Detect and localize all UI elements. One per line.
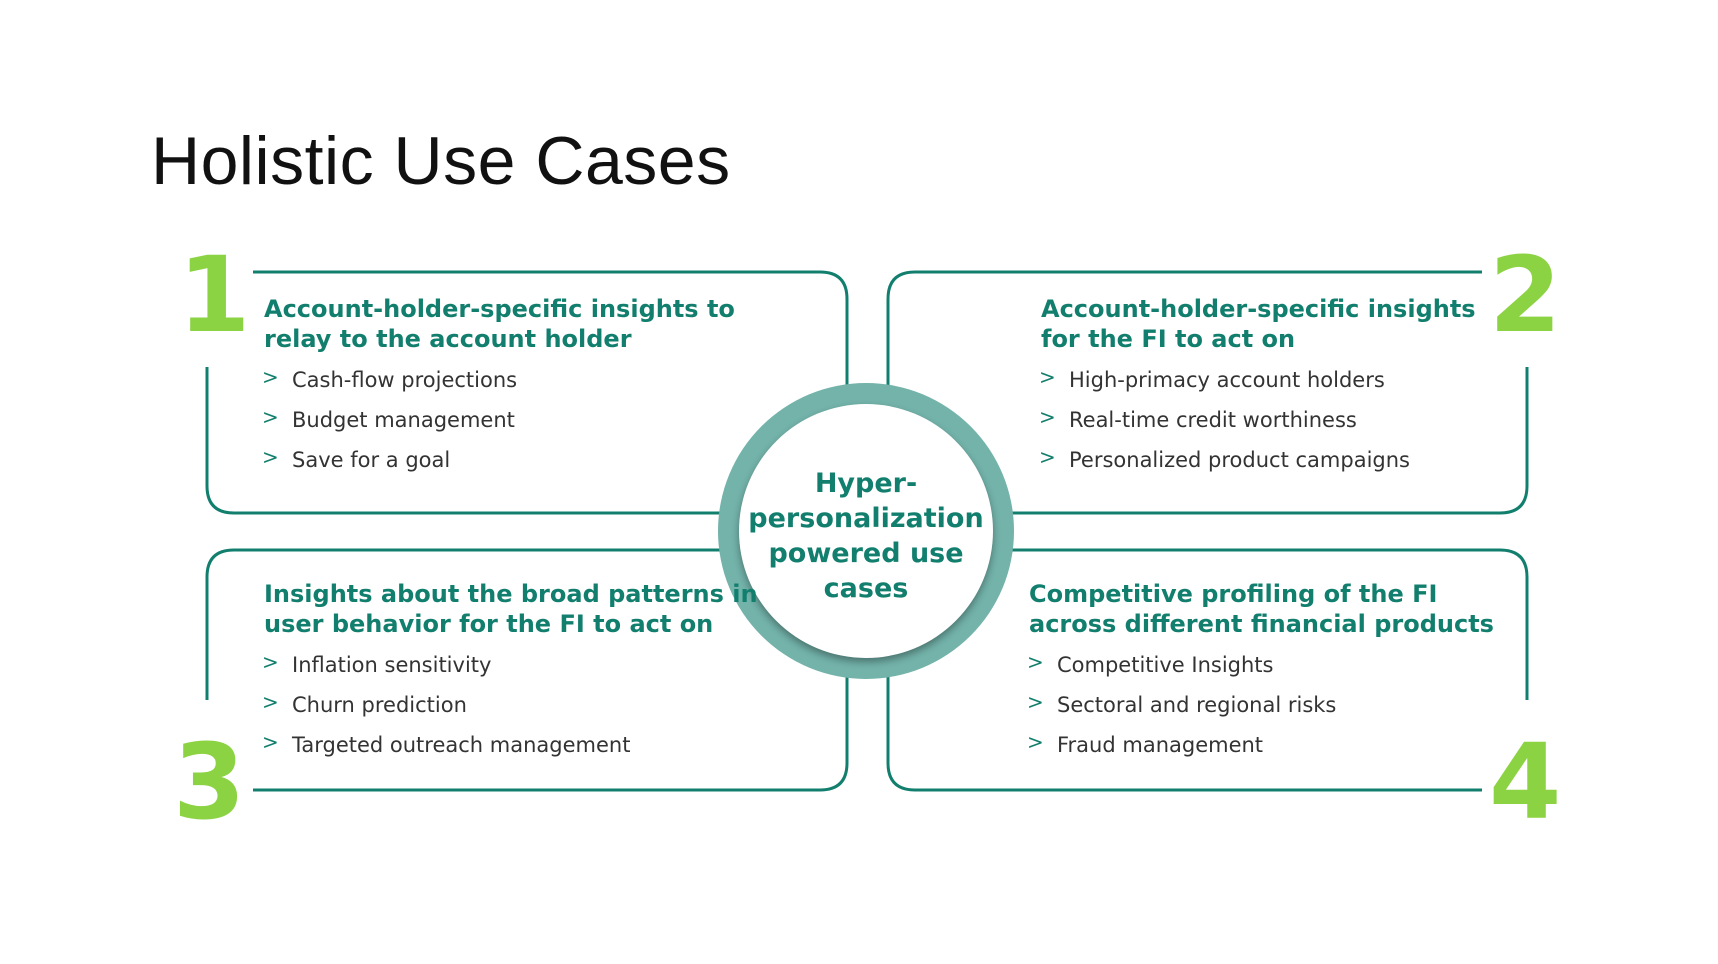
quadrant-1-list: >Cash-flow projections >Budget managemen… — [262, 360, 517, 480]
quadrant-2-number: 2 — [1489, 234, 1562, 356]
list-item: >Cash-flow projections — [262, 365, 518, 392]
list-item: >Churn prediction — [262, 690, 467, 717]
quadrant-1-number: 1 — [178, 234, 251, 356]
quadrant-4-border — [990, 548, 1529, 700]
quadrant-2-border — [886, 270, 1482, 390]
chevron-right-icon: > — [262, 365, 279, 389]
chevron-right-icon: > — [1039, 365, 1056, 389]
list-item: >High-primacy account holders — [1039, 365, 1385, 392]
quadrant-4-heading: Competitive profiling of the FI across d… — [1029, 580, 1494, 638]
quadrant-4-number: 4 — [1489, 721, 1562, 843]
quadrant-1-heading: Account-holder-specific insights to rela… — [264, 295, 735, 353]
chevron-right-icon: > — [262, 445, 279, 469]
quadrant-4-list: >Competitive Insights >Sectoral and regi… — [1027, 645, 1336, 765]
list-item: >Competitive Insights — [1027, 650, 1274, 677]
chevron-right-icon: > — [262, 405, 279, 429]
quadrant-1-border — [253, 270, 849, 390]
quadrant-3-border-lower — [253, 670, 849, 792]
chevron-right-icon: > — [1027, 730, 1044, 754]
quadrant-2-border-lower — [990, 367, 1529, 515]
list-item: >Inflation sensitivity — [262, 650, 492, 677]
quadrant-3-heading: Insights about the broad patterns in use… — [264, 580, 758, 638]
center-label: Hyper- personalization powered use cases — [748, 468, 984, 604]
quadrant-1-border-lower — [205, 367, 745, 515]
quadrant-3-number: 3 — [173, 721, 246, 843]
chevron-right-icon: > — [1027, 650, 1044, 674]
page-title: Holistic Use Cases — [151, 123, 731, 199]
quadrant-2-heading: Account-holder-specific insights for the… — [1041, 295, 1476, 353]
chevron-right-icon: > — [262, 650, 279, 674]
list-item: >Sectoral and regional risks — [1027, 690, 1337, 717]
list-item: >Real-time credit worthiness — [1039, 405, 1357, 432]
chevron-right-icon: > — [262, 690, 279, 714]
chevron-right-icon: > — [262, 730, 279, 754]
list-item: >Targeted outreach management — [262, 730, 631, 757]
list-item: >Save for a goal — [262, 445, 451, 472]
quadrant-4-border-lower — [886, 670, 1482, 792]
center-circle — [739, 404, 993, 658]
list-item: >Personalized product campaigns — [1039, 445, 1410, 472]
quadrant-3-border — [205, 548, 745, 700]
chevron-right-icon: > — [1039, 445, 1056, 469]
chevron-right-icon: > — [1027, 690, 1044, 714]
list-item: >Fraud management — [1027, 730, 1264, 757]
quadrant-3-list: >Inflation sensitivity >Churn prediction… — [262, 645, 630, 765]
quadrant-2-list: >High-primacy account holders >Real-time… — [1039, 360, 1410, 480]
chevron-right-icon: > — [1039, 405, 1056, 429]
list-item: >Budget management — [262, 405, 515, 432]
